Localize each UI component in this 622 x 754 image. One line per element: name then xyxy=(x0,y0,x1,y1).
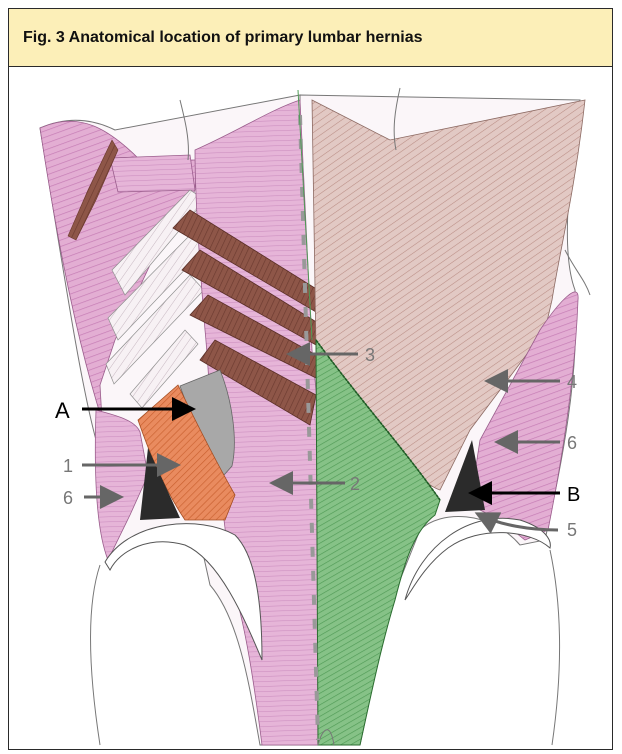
label-b: B xyxy=(567,484,580,506)
label-1: 1 xyxy=(63,456,73,476)
label-a: A xyxy=(55,398,70,423)
label-3: 3 xyxy=(365,345,375,365)
label-2: 2 xyxy=(350,474,360,494)
label-6-right: 6 xyxy=(567,433,577,453)
muscle-upper-scapular xyxy=(110,155,195,192)
iliac-crest-right xyxy=(405,518,550,600)
label-6-left: 6 xyxy=(63,488,73,508)
label-4: 4 xyxy=(567,372,577,392)
label-5: 5 xyxy=(567,520,577,540)
